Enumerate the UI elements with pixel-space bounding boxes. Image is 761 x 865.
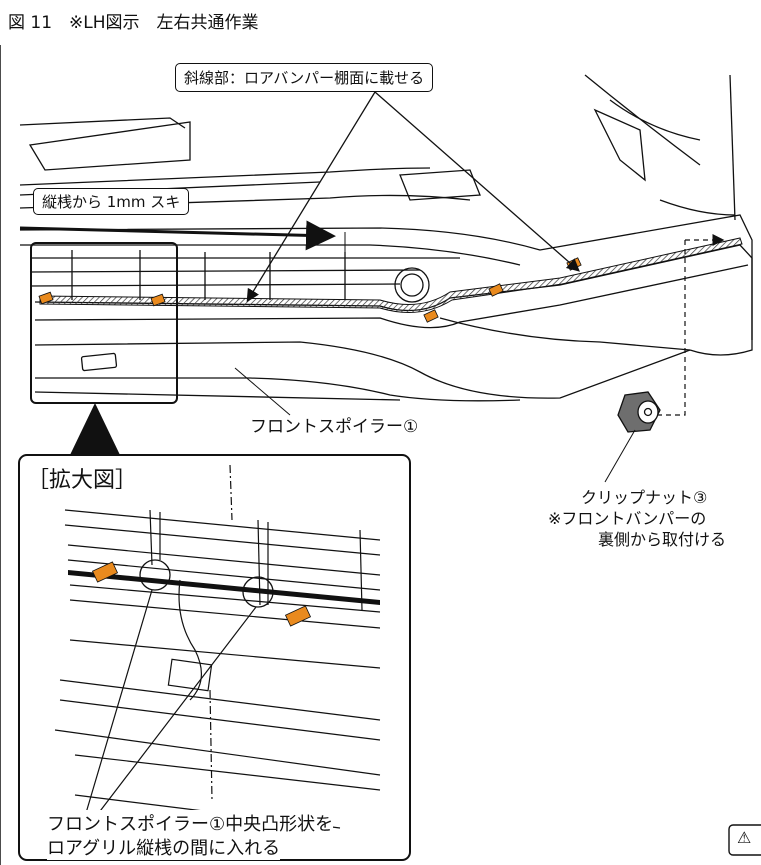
clip-nut-note-2: 裏側から取付ける xyxy=(598,530,727,549)
enlarged-frame xyxy=(18,454,411,861)
clip-nut xyxy=(617,391,661,433)
hatched-leader-left xyxy=(246,91,376,303)
zoom-source-frame xyxy=(30,242,178,404)
tape-marks xyxy=(38,257,582,323)
hatched-callout: 斜線部：ロアバンパー棚面に載せる xyxy=(175,63,434,92)
hatched-area xyxy=(39,237,743,313)
clip-nut-note-1: ※フロントバンパーの xyxy=(548,509,707,528)
enlarged-tapes xyxy=(91,561,312,627)
enlarged-spoiler-edge xyxy=(68,570,380,605)
enlarged-leaders xyxy=(77,589,257,841)
warning-box xyxy=(728,824,761,856)
clip-nut-leader xyxy=(604,429,636,483)
gap-callout: 縦桟から 1mm スキ xyxy=(33,188,190,215)
detail-circle-left xyxy=(139,559,171,591)
clip-nut-guide xyxy=(655,234,725,416)
gap-callout-text: 縦桟から 1mm スキ xyxy=(42,193,181,211)
enlarged-label: ［拡大図］ xyxy=(27,468,138,493)
gap-arrow xyxy=(19,220,336,251)
zoom-pointer xyxy=(70,403,120,455)
figure-title: 図 11 ※LH図示 左右共通作業 xyxy=(8,13,259,33)
detail-circle-right xyxy=(242,576,274,608)
spoiler-leader xyxy=(234,367,291,416)
hatched-leader-right xyxy=(374,91,580,272)
clip-nut-label: クリップナット③ xyxy=(581,488,708,507)
enlarged-note-1: フロントスポイラー①中央凸形状を xyxy=(47,810,334,836)
spoiler-label: フロントスポイラー① xyxy=(250,417,419,437)
warning-icon: ⚠ xyxy=(737,828,752,847)
bumper-drawing xyxy=(19,74,753,402)
hatched-callout-text: 斜線部：ロアバンパー棚面に載せる xyxy=(184,69,425,87)
enlarged-note-2: ロアグリル縦桟の間に入れる xyxy=(47,834,281,860)
